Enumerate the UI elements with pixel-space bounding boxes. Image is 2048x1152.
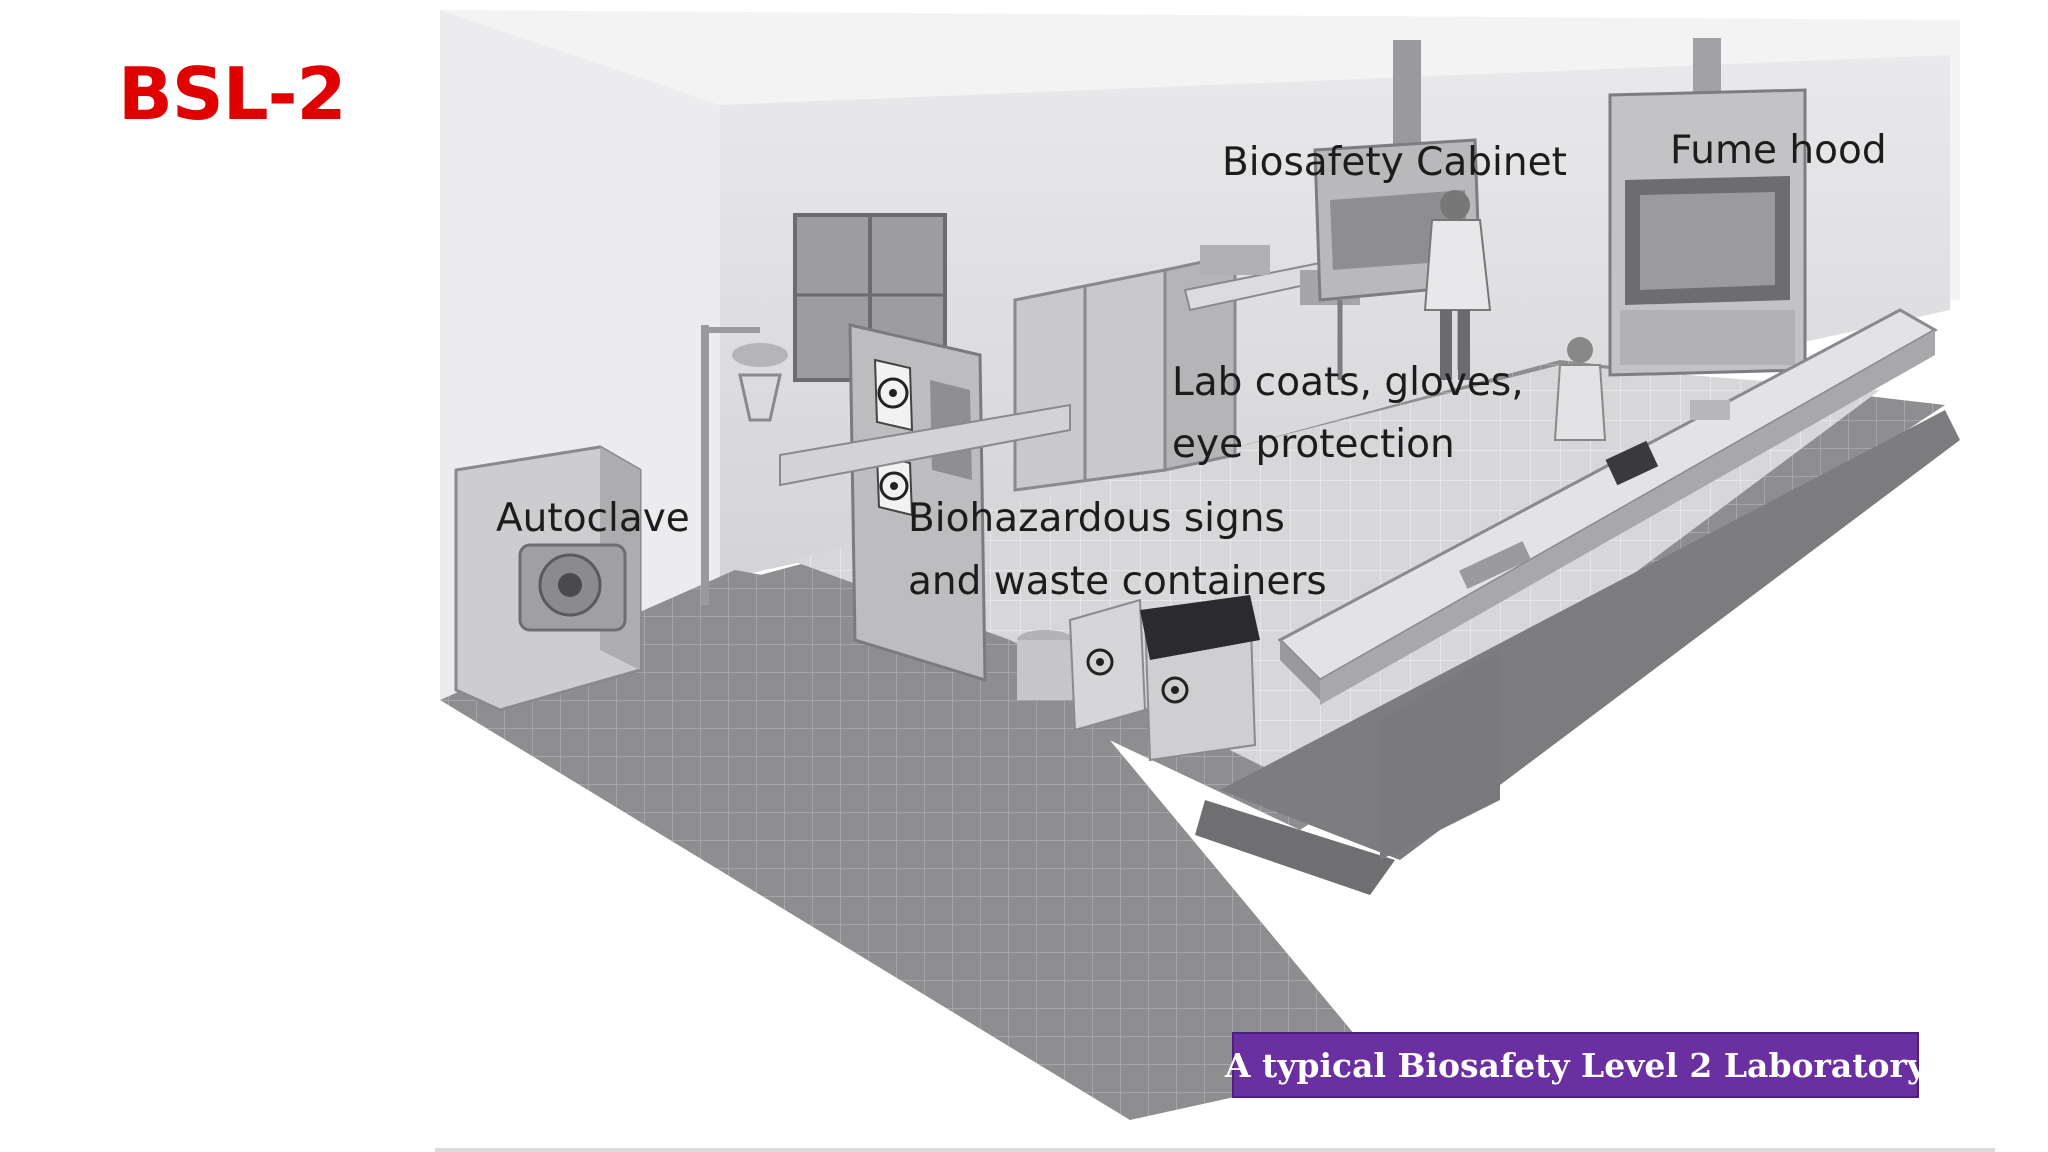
- autoclave: [456, 447, 640, 710]
- caption-box: A typical Biosafety Level 2 Laboratory: [1232, 1032, 1919, 1098]
- label-biosafety-cabinet: Biosafety Cabinet: [1222, 132, 1567, 194]
- label-fume-hood: Fume hood: [1670, 120, 1887, 182]
- label-biohazard-line2: and waste containers: [908, 551, 1327, 613]
- label-autoclave: Autoclave: [496, 488, 690, 550]
- label-lab-coats-line1: Lab coats, gloves,: [1172, 352, 1524, 414]
- caption-text: A typical Biosafety Level 2 Laboratory: [1225, 1046, 1926, 1085]
- label-biohazard-line1: Biohazardous signs: [908, 488, 1285, 550]
- label-lab-coats-line2: eye protection: [1172, 414, 1455, 476]
